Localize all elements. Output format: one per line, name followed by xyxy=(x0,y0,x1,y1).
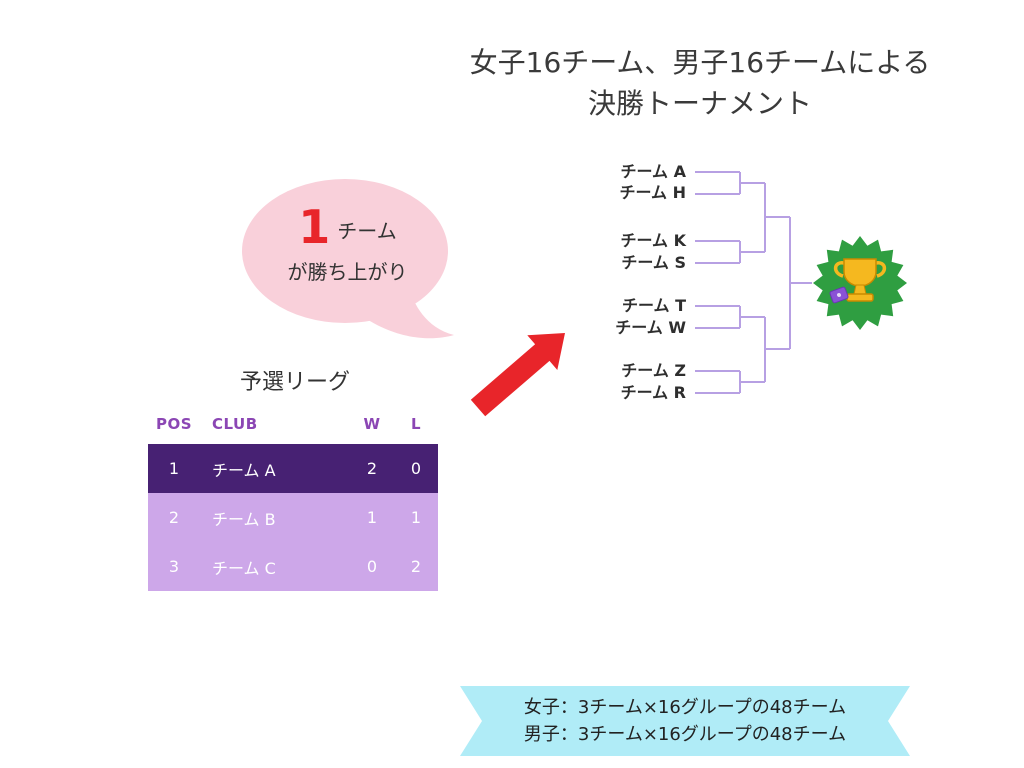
trophy-icon xyxy=(829,258,887,304)
league-table: POS CLUB W L 1 チーム A 2 0 2 チーム B 1 1 3 チ… xyxy=(148,404,438,591)
banner-line1: 女子：3チーム×16グループの48チーム xyxy=(523,697,847,718)
speech-bubble xyxy=(242,179,454,339)
page-title: 女子16チーム、男子16チームによる 決勝トーナメント xyxy=(420,42,980,124)
advancing-count: 1 xyxy=(298,200,331,254)
bubble-line2: が勝ち上がり xyxy=(287,260,408,284)
title-line2: 決勝トーナメント xyxy=(587,87,812,120)
bracket-team-5: チーム T xyxy=(621,296,686,315)
table-row: 1 チーム A 2 0 xyxy=(148,444,438,493)
row-club: チーム B xyxy=(212,509,276,529)
winner-badge xyxy=(813,236,907,330)
row-w: 1 xyxy=(366,508,378,527)
row-club: チーム C xyxy=(212,558,276,578)
bracket-team-1: チーム A xyxy=(620,162,686,181)
banner-line2: 男子：3チーム×16グループの48チーム xyxy=(523,724,847,745)
table-row: 2 チーム B 1 1 xyxy=(148,493,438,542)
ticket-icon xyxy=(829,286,849,304)
bracket-team-6: チーム W xyxy=(615,318,686,337)
row-w: 2 xyxy=(366,459,378,478)
advancing-unit: チーム xyxy=(337,219,397,243)
bracket-team-8: チーム R xyxy=(620,383,686,402)
arrow-up-right-icon xyxy=(470,333,565,417)
row-pos: 2 xyxy=(168,508,180,527)
header-club: CLUB xyxy=(212,415,258,433)
league-caption: 予選リーグ xyxy=(239,370,350,395)
header-w: W xyxy=(363,415,381,433)
row-pos: 3 xyxy=(168,557,180,576)
row-l: 2 xyxy=(410,557,422,576)
header-l: L xyxy=(410,415,422,433)
title-line1: 女子16チーム、男子16チームによる xyxy=(469,46,931,79)
bracket-lines xyxy=(695,171,812,394)
bracket-team-3: チーム K xyxy=(620,231,687,250)
table-header-row: POS CLUB W L xyxy=(148,404,438,444)
row-pos: 1 xyxy=(168,459,180,478)
row-l: 1 xyxy=(410,508,422,527)
header-pos: POS xyxy=(155,415,193,433)
bracket-team-4: チーム S xyxy=(621,253,686,272)
bracket-team-2: チーム H xyxy=(619,183,686,202)
table-row: 3 チーム C 0 2 xyxy=(148,542,438,591)
footer-ribbon: 女子：3チーム×16グループの48チーム 男子：3チーム×16グループの48チー… xyxy=(460,686,910,756)
row-club: チーム A xyxy=(212,460,276,480)
bracket-team-7: チーム Z xyxy=(621,361,686,380)
row-l: 0 xyxy=(410,459,422,478)
row-w: 0 xyxy=(366,557,378,576)
